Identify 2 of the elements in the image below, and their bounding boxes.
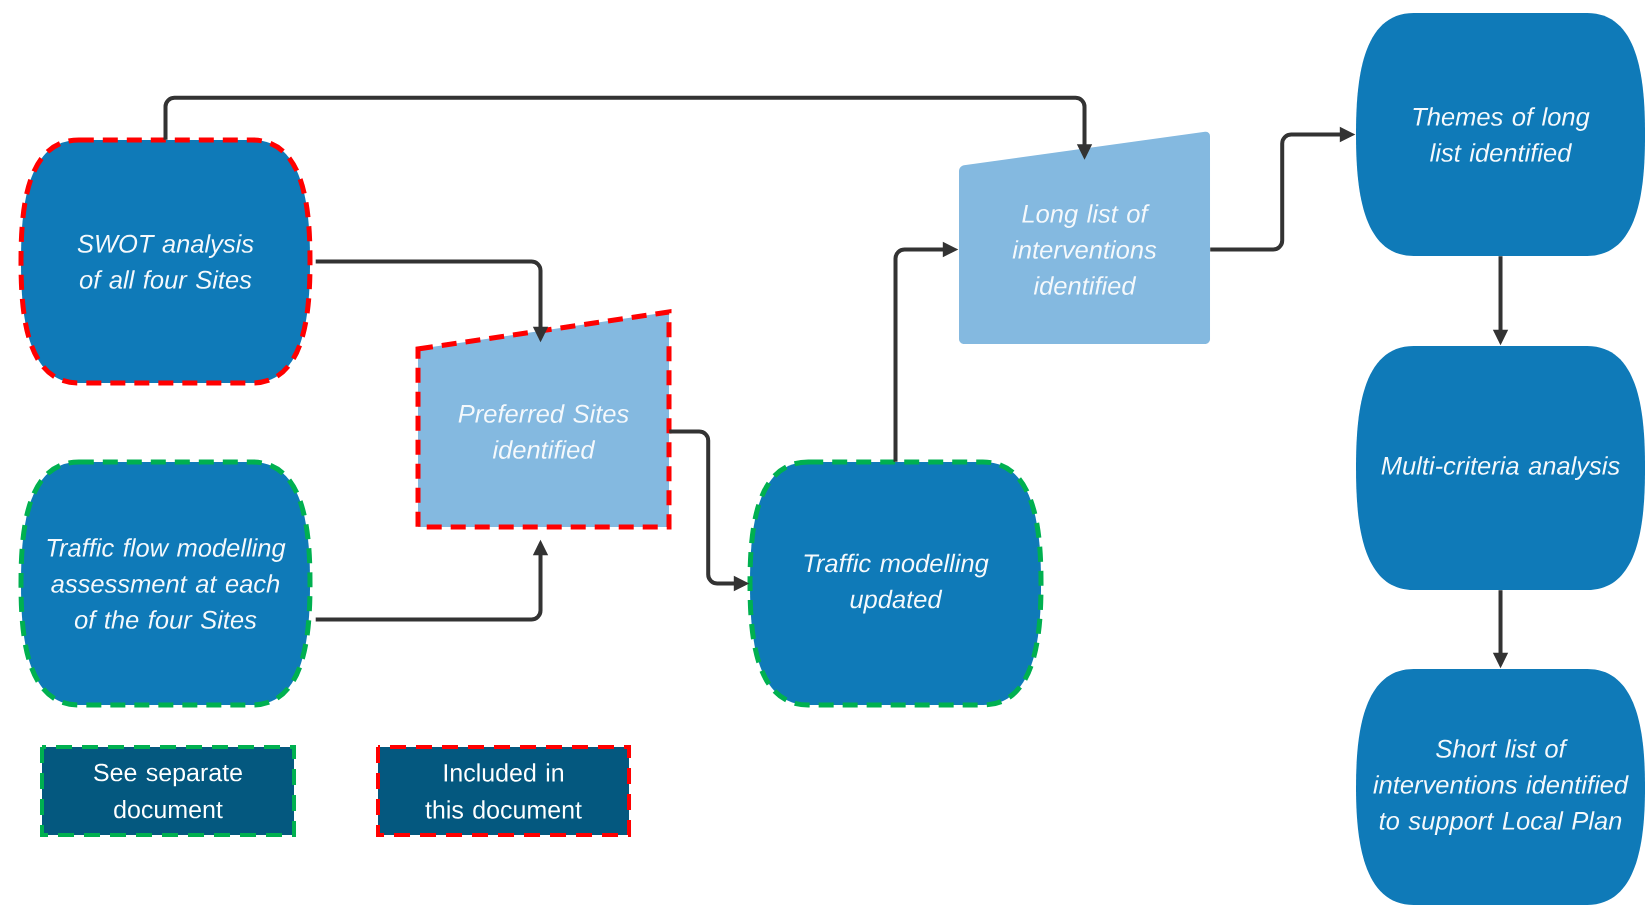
legend-box: See separate document <box>40 745 296 837</box>
legend-box: Included in this document <box>376 745 631 837</box>
